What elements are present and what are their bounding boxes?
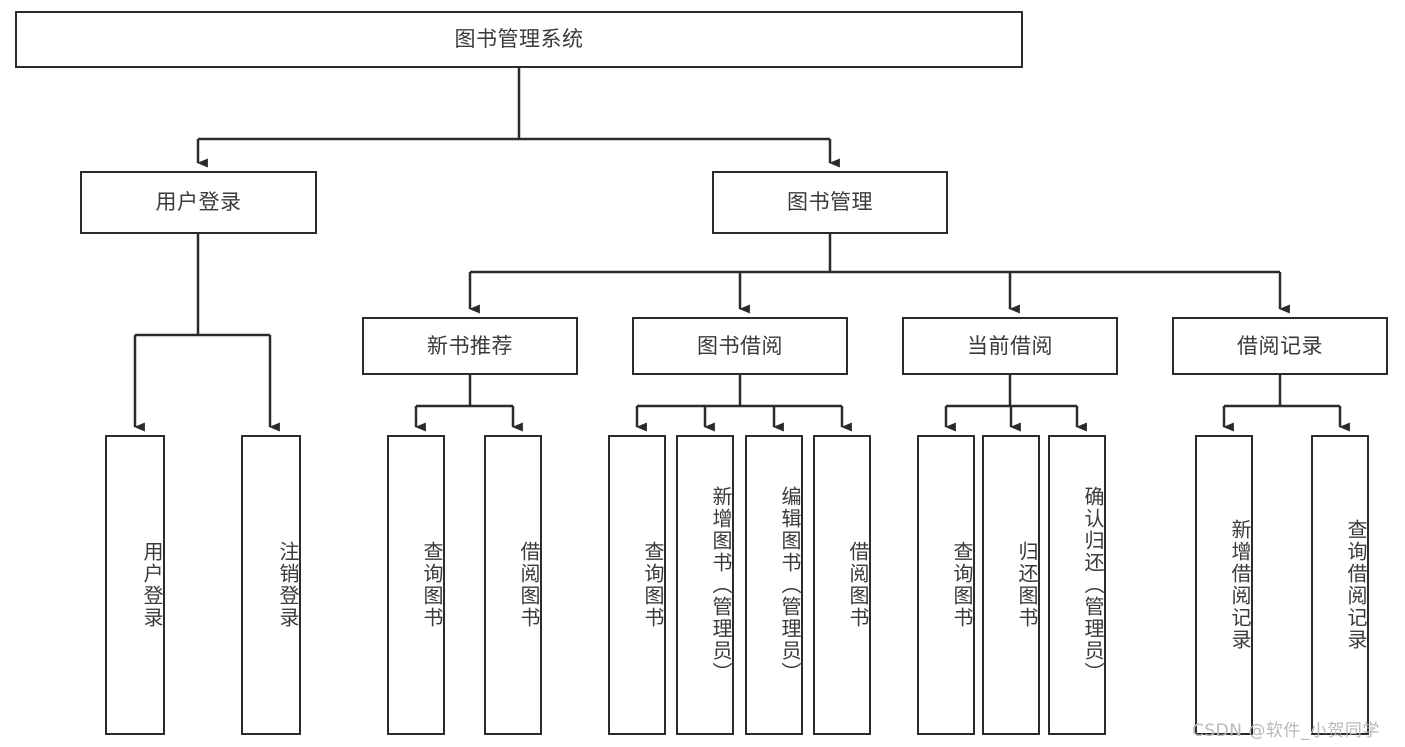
node-borrow-record-label: 借阅记录 [1237, 333, 1323, 358]
node-leaf-query-book-1[interactable]: 查询图书 [387, 435, 445, 735]
node-leaf-query-book-2[interactable]: 查询图书 [608, 435, 666, 735]
node-leaf-borrow-book-2-label: 借阅图书 [846, 541, 870, 629]
node-leaf-return-book-label: 归还图书 [1015, 541, 1039, 629]
node-book-management[interactable]: 图书管理 [712, 171, 948, 234]
node-book-borrow[interactable]: 图书借阅 [632, 317, 848, 375]
node-leaf-query-borrow-record[interactable]: 查询借阅记录 [1311, 435, 1369, 735]
node-leaf-user-login-label: 用户登录 [140, 541, 164, 629]
node-leaf-add-book-admin-label: 新增图书（管理员） [709, 486, 733, 684]
node-leaf-query-book-2-label: 查询图书 [641, 541, 665, 629]
node-leaf-logout-label: 注销登录 [276, 541, 300, 629]
node-root-label: 图书管理系统 [454, 27, 584, 52]
node-current-borrow-label: 当前借阅 [967, 333, 1053, 358]
node-leaf-edit-book-admin-label: 编辑图书（管理员） [778, 486, 802, 684]
node-leaf-add-borrow-record-label: 新增借阅记录 [1228, 519, 1252, 651]
node-borrow-record[interactable]: 借阅记录 [1172, 317, 1388, 375]
node-leaf-logout[interactable]: 注销登录 [241, 435, 301, 735]
node-leaf-edit-book-admin[interactable]: 编辑图书（管理员） [745, 435, 803, 735]
node-leaf-confirm-return-admin-label: 确认归还（管理员） [1081, 486, 1105, 684]
node-root[interactable]: 图书管理系统 [15, 11, 1023, 68]
csdn-watermark: CSDN @软件_小贺同学 [1192, 721, 1380, 741]
node-leaf-borrow-book-1[interactable]: 借阅图书 [484, 435, 542, 735]
node-leaf-borrow-book-1-label: 借阅图书 [517, 541, 541, 629]
node-leaf-query-borrow-record-label: 查询借阅记录 [1344, 519, 1368, 651]
node-book-management-label: 图书管理 [787, 190, 873, 215]
node-user-login-label: 用户登录 [155, 190, 242, 215]
node-user-login[interactable]: 用户登录 [80, 171, 317, 234]
node-leaf-confirm-return-admin[interactable]: 确认归还（管理员） [1048, 435, 1106, 735]
node-new-book-recommend[interactable]: 新书推荐 [362, 317, 578, 375]
node-new-book-recommend-label: 新书推荐 [427, 333, 513, 358]
node-leaf-borrow-book-2[interactable]: 借阅图书 [813, 435, 871, 735]
node-current-borrow[interactable]: 当前借阅 [902, 317, 1118, 375]
node-leaf-add-borrow-record[interactable]: 新增借阅记录 [1195, 435, 1253, 735]
node-leaf-query-book-1-label: 查询图书 [420, 541, 444, 629]
node-book-borrow-label: 图书借阅 [697, 333, 783, 358]
node-leaf-query-book-3[interactable]: 查询图书 [917, 435, 975, 735]
node-leaf-query-book-3-label: 查询图书 [950, 541, 974, 629]
node-leaf-add-book-admin[interactable]: 新增图书（管理员） [676, 435, 734, 735]
node-leaf-user-login[interactable]: 用户登录 [105, 435, 165, 735]
node-leaf-return-book[interactable]: 归还图书 [982, 435, 1040, 735]
